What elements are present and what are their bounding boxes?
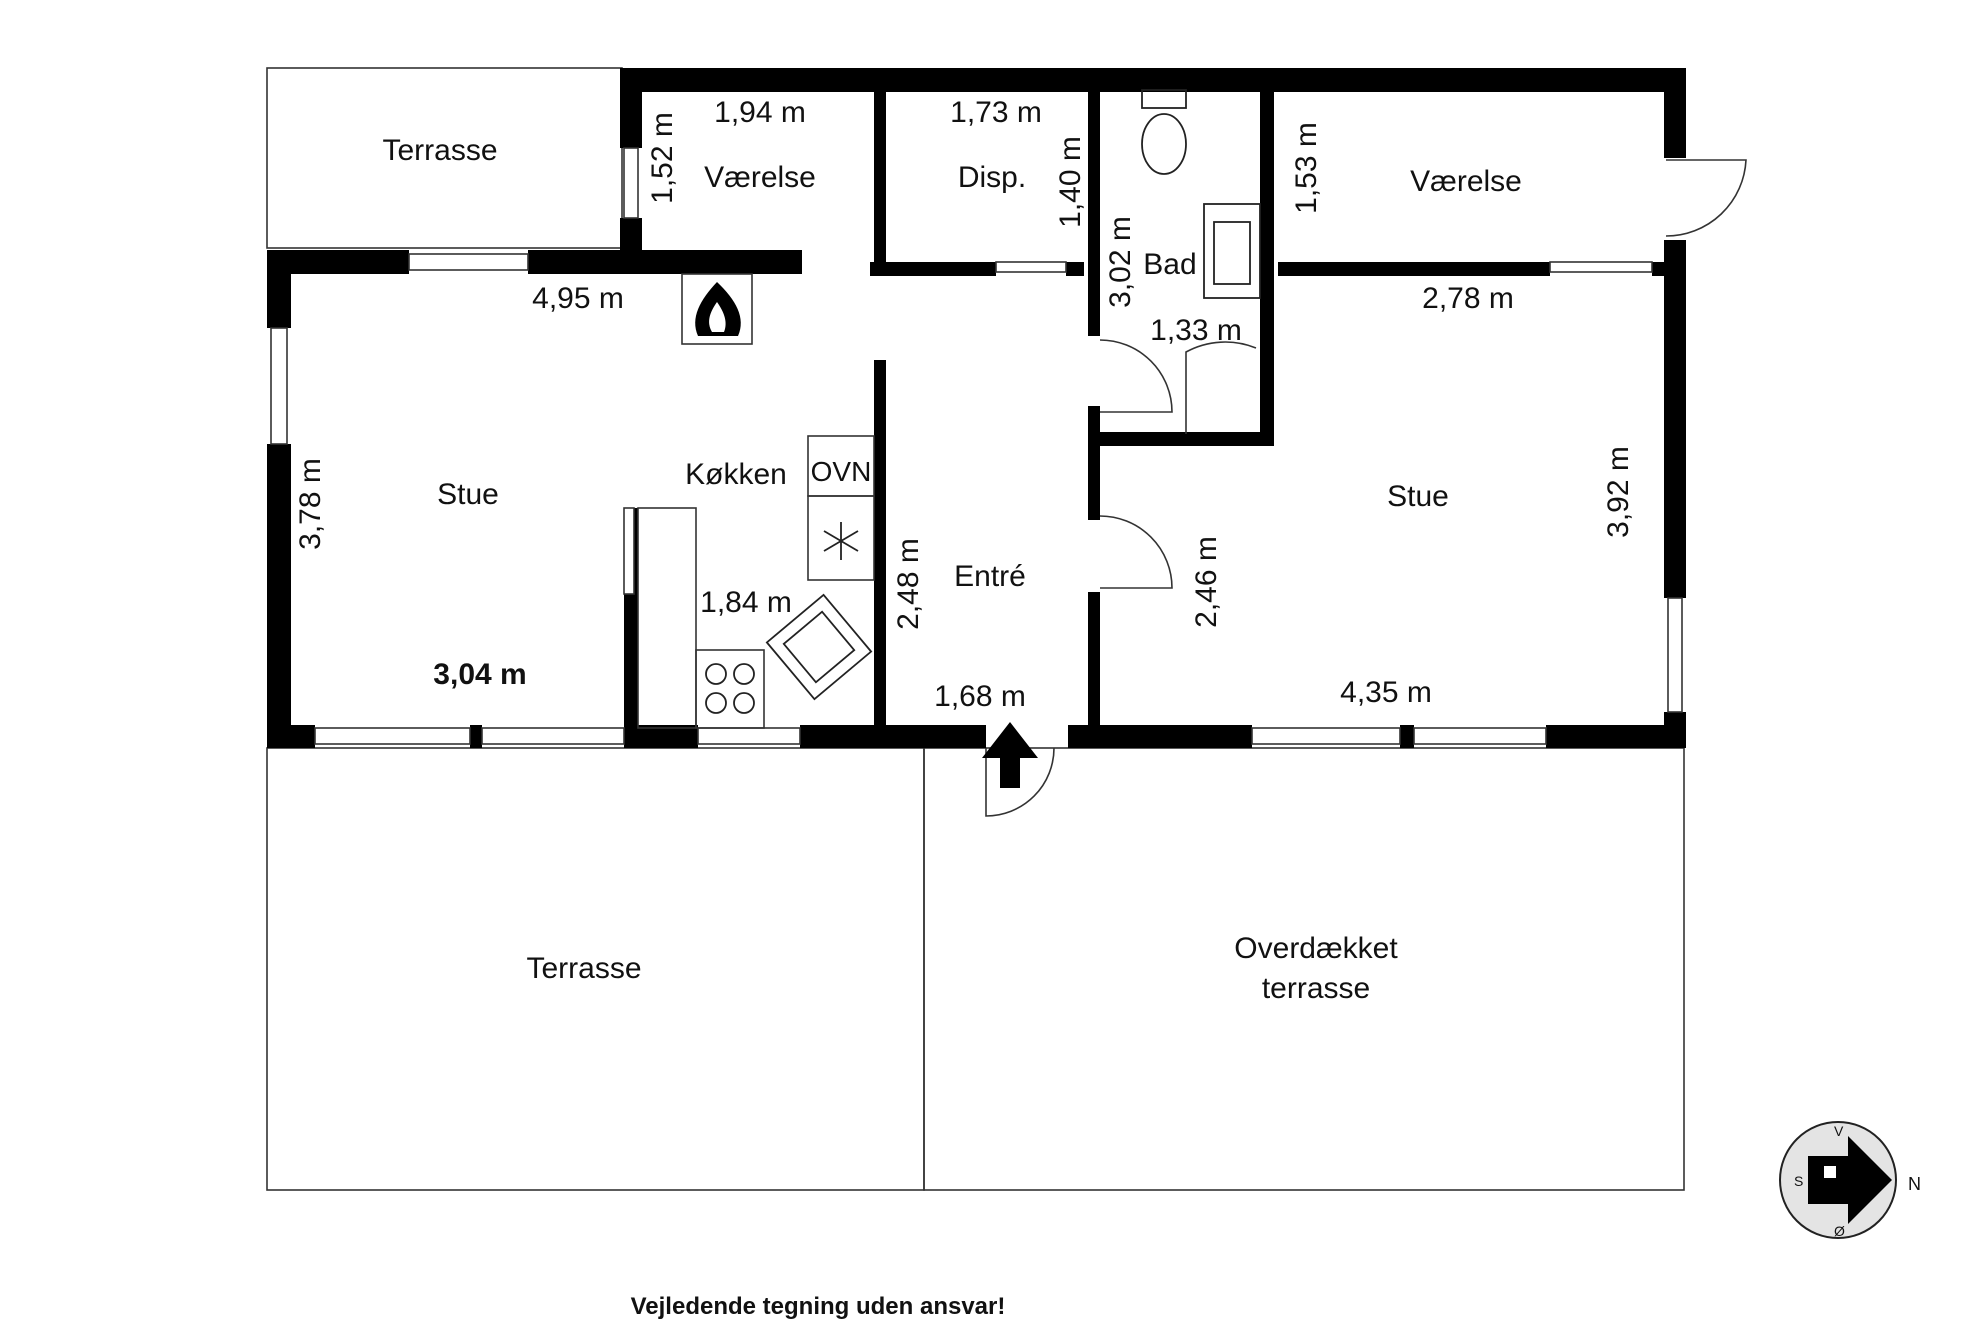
dim-stue-right-h: 3,92 m	[1602, 446, 1635, 538]
room-overdaekket-line2: terrasse	[1262, 972, 1370, 1005]
dim-vaerelse-left-w: 1,94 m	[714, 96, 806, 129]
dim-stue-right-w-top: 2,78 m	[1422, 282, 1514, 315]
room-terrasse-top: Terrasse	[382, 134, 497, 167]
room-stue-right: Stue	[1387, 480, 1449, 513]
room-overdaekket-line1: Overdækket	[1234, 932, 1398, 965]
kitchen-fixtures	[637, 435, 875, 729]
dim-bad-h: 3,02 m	[1104, 216, 1137, 308]
doors	[985, 159, 1747, 817]
dim-entre-w: 1,68 m	[934, 680, 1026, 713]
compass-o: Ø	[1834, 1223, 1845, 1239]
compass-n: N	[1908, 1174, 1921, 1194]
snowflake-icon	[823, 522, 859, 560]
dim-disp-h: 1,40 m	[1054, 136, 1087, 228]
dim-stue-left-h: 3,78 m	[294, 458, 327, 550]
dim-koekken-w: 1,84 m	[700, 586, 792, 619]
dim-stue-right-w: 4,35 m	[1340, 676, 1432, 709]
compass-icon: N S V Ø	[1779, 1121, 1921, 1239]
dim-stue-right-inner-h: 2,46 m	[1190, 536, 1223, 628]
dim-stue-left-bottom: 3,04 m	[433, 658, 526, 691]
dimension-labels: 1,94 m 1,52 m 1,73 m 1,40 m 3,02 m 1,33 …	[294, 96, 1635, 713]
toilet-icon	[1141, 89, 1187, 175]
room-vaerelse-right: Værelse	[1410, 165, 1522, 198]
room-bad: Bad	[1143, 248, 1196, 281]
compass-v: V	[1834, 1123, 1844, 1139]
room-koekken: Køkken	[685, 458, 787, 491]
room-stue-left: Stue	[437, 478, 499, 511]
room-labels: Terrasse Værelse Disp. Bad Værelse Stue …	[382, 134, 1521, 1005]
dim-bad-w: 1,33 m	[1150, 314, 1242, 347]
compass-s: S	[1794, 1173, 1803, 1189]
terrace-outlines	[266, 67, 1685, 1191]
entrance-arrow-icon	[982, 722, 1038, 788]
cooktop-icon	[705, 663, 755, 714]
fireplace-icon	[681, 273, 753, 345]
walls	[267, 68, 1686, 748]
room-vaerelse-left: Værelse	[704, 161, 816, 194]
windows	[270, 147, 1683, 745]
dim-stue-left-w: 4,95 m	[532, 282, 624, 315]
oven-label: OVN	[811, 456, 872, 487]
dim-vaerelse-right-h: 1,53 m	[1290, 122, 1323, 214]
disclaimer: Vejledende tegning uden ansvar!	[631, 1293, 1006, 1320]
dim-vaerelse-left-h: 1,52 m	[646, 112, 679, 204]
room-disp: Disp.	[958, 161, 1026, 194]
shower-icon	[1203, 203, 1261, 299]
sink-icon	[765, 593, 873, 701]
dim-disp-w: 1,73 m	[950, 96, 1042, 129]
room-entre: Entré	[954, 560, 1026, 593]
room-terrasse-bottom: Terrasse	[526, 952, 641, 985]
dim-entre-h: 2,48 m	[892, 538, 925, 630]
